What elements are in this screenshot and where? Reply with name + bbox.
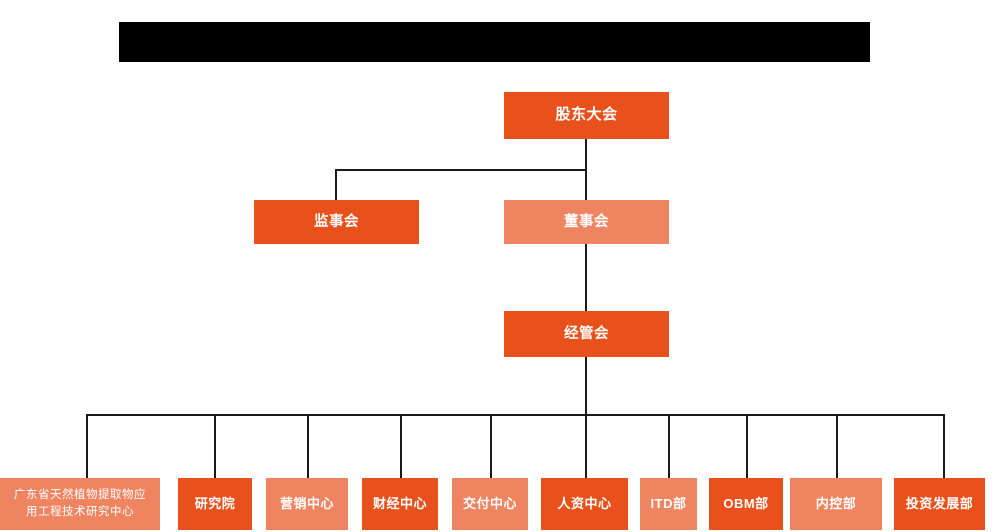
connector-directors-to-mgmt — [585, 244, 587, 311]
org-node-obm[interactable]: OBM部 — [709, 478, 783, 530]
org-node-management[interactable]: 经管会 — [504, 311, 669, 357]
org-node-institute[interactable]: 研究院 — [178, 478, 252, 530]
connector-drop-internal-ctl — [836, 414, 838, 478]
org-node-label: 营销中心 — [279, 495, 334, 511]
org-node-directors[interactable]: 董事会 — [504, 200, 669, 244]
connector-directors-drop — [585, 169, 587, 200]
org-node-label: 研究院 — [194, 495, 236, 511]
org-node-shareholders[interactable]: 股东大会 — [504, 92, 669, 139]
org-node-marketing[interactable]: 营销中心 — [266, 478, 348, 530]
org-node-investment[interactable]: 投资发展部 — [894, 478, 985, 530]
connector-drop-finance — [400, 414, 402, 478]
org-node-itd[interactable]: ITD部 — [640, 478, 697, 530]
connector-level4-bus — [86, 414, 944, 416]
org-node-supervisors[interactable]: 监事会 — [254, 200, 419, 244]
org-node-label: 财经中心 — [372, 495, 427, 511]
connector-level2-bus — [335, 169, 587, 171]
org-node-label: OBM部 — [723, 495, 769, 511]
org-node-label: 广东省天然植物提取物应用工程技术研究中心 — [14, 489, 146, 518]
connector-drop-delivery — [490, 414, 492, 478]
org-node-hr[interactable]: 人资中心 — [541, 478, 628, 530]
connector-shareholders-stem — [585, 139, 587, 169]
org-node-label: 董事会 — [564, 213, 609, 230]
org-node-rnd-center[interactable]: 广东省天然植物提取物应用工程技术研究中心 — [0, 478, 160, 530]
redacted-title-banner — [119, 22, 870, 62]
connector-drop-marketing — [307, 414, 309, 478]
org-node-label: 经管会 — [564, 325, 609, 342]
connector-drop-obm — [746, 414, 748, 478]
org-node-label: 人资中心 — [557, 495, 612, 511]
org-node-label: 股东大会 — [555, 106, 618, 124]
org-node-label: 监事会 — [314, 213, 359, 230]
org-node-delivery[interactable]: 交付中心 — [452, 478, 528, 530]
connector-drop-hr — [585, 414, 587, 478]
org-node-label: ITD部 — [650, 495, 687, 511]
connector-drop-rnd-center — [86, 414, 88, 478]
connector-drop-investment — [943, 414, 945, 478]
connector-drop-institute — [214, 414, 216, 478]
org-node-internal-ctl[interactable]: 内控部 — [790, 478, 882, 530]
connector-supervisors-drop — [335, 169, 337, 200]
connector-mgmt-stem — [585, 357, 587, 415]
org-node-label: 交付中心 — [462, 495, 517, 511]
org-node-label: 内控部 — [815, 495, 857, 511]
connector-drop-itd — [668, 414, 670, 478]
org-node-finance[interactable]: 财经中心 — [362, 478, 438, 530]
org-node-label: 投资发展部 — [905, 495, 974, 511]
